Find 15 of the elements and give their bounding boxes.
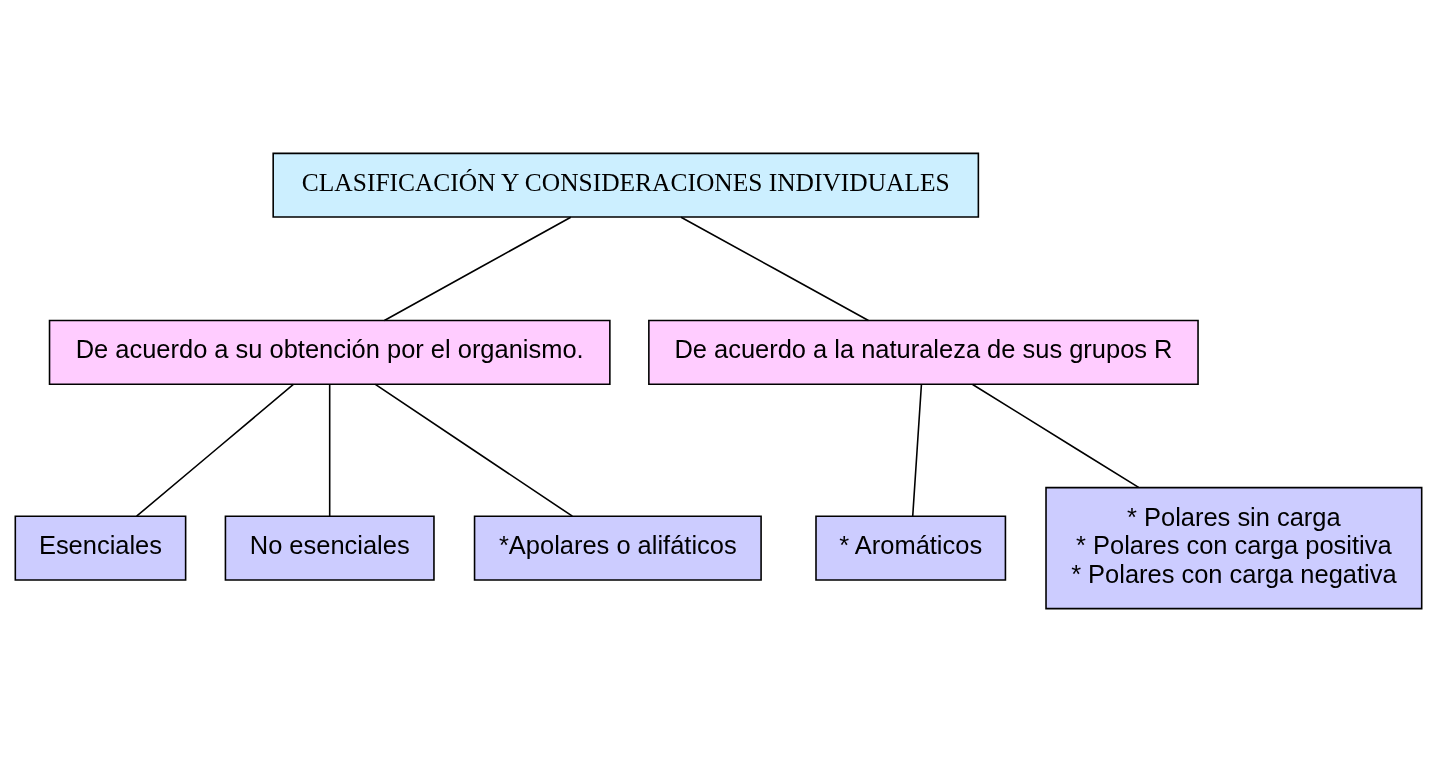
connector [135, 383, 295, 517]
node-box: * Aromáticos [815, 515, 1007, 581]
connector [374, 383, 574, 517]
connector [680, 215, 870, 321]
node-box: CLASIFICACIÓN Y CONSIDERACIONES INDIVIDUALES [272, 152, 980, 218]
connector [971, 383, 1140, 488]
connector [328, 383, 331, 517]
node-box: * Polares sin carga * Polares con carga positiva * Polares con carga negativa [1045, 486, 1423, 609]
node-box: De acuerdo a su obtención por el organismo. [48, 319, 611, 385]
connector [383, 215, 572, 321]
connector [911, 383, 923, 517]
node-box: No esenciales [224, 515, 435, 581]
node-box: *Apolares o alifáticos [473, 515, 762, 581]
node-box: De acuerdo a la naturaleza de sus grupos R [648, 319, 1199, 385]
node-box: Esenciales [14, 515, 187, 581]
